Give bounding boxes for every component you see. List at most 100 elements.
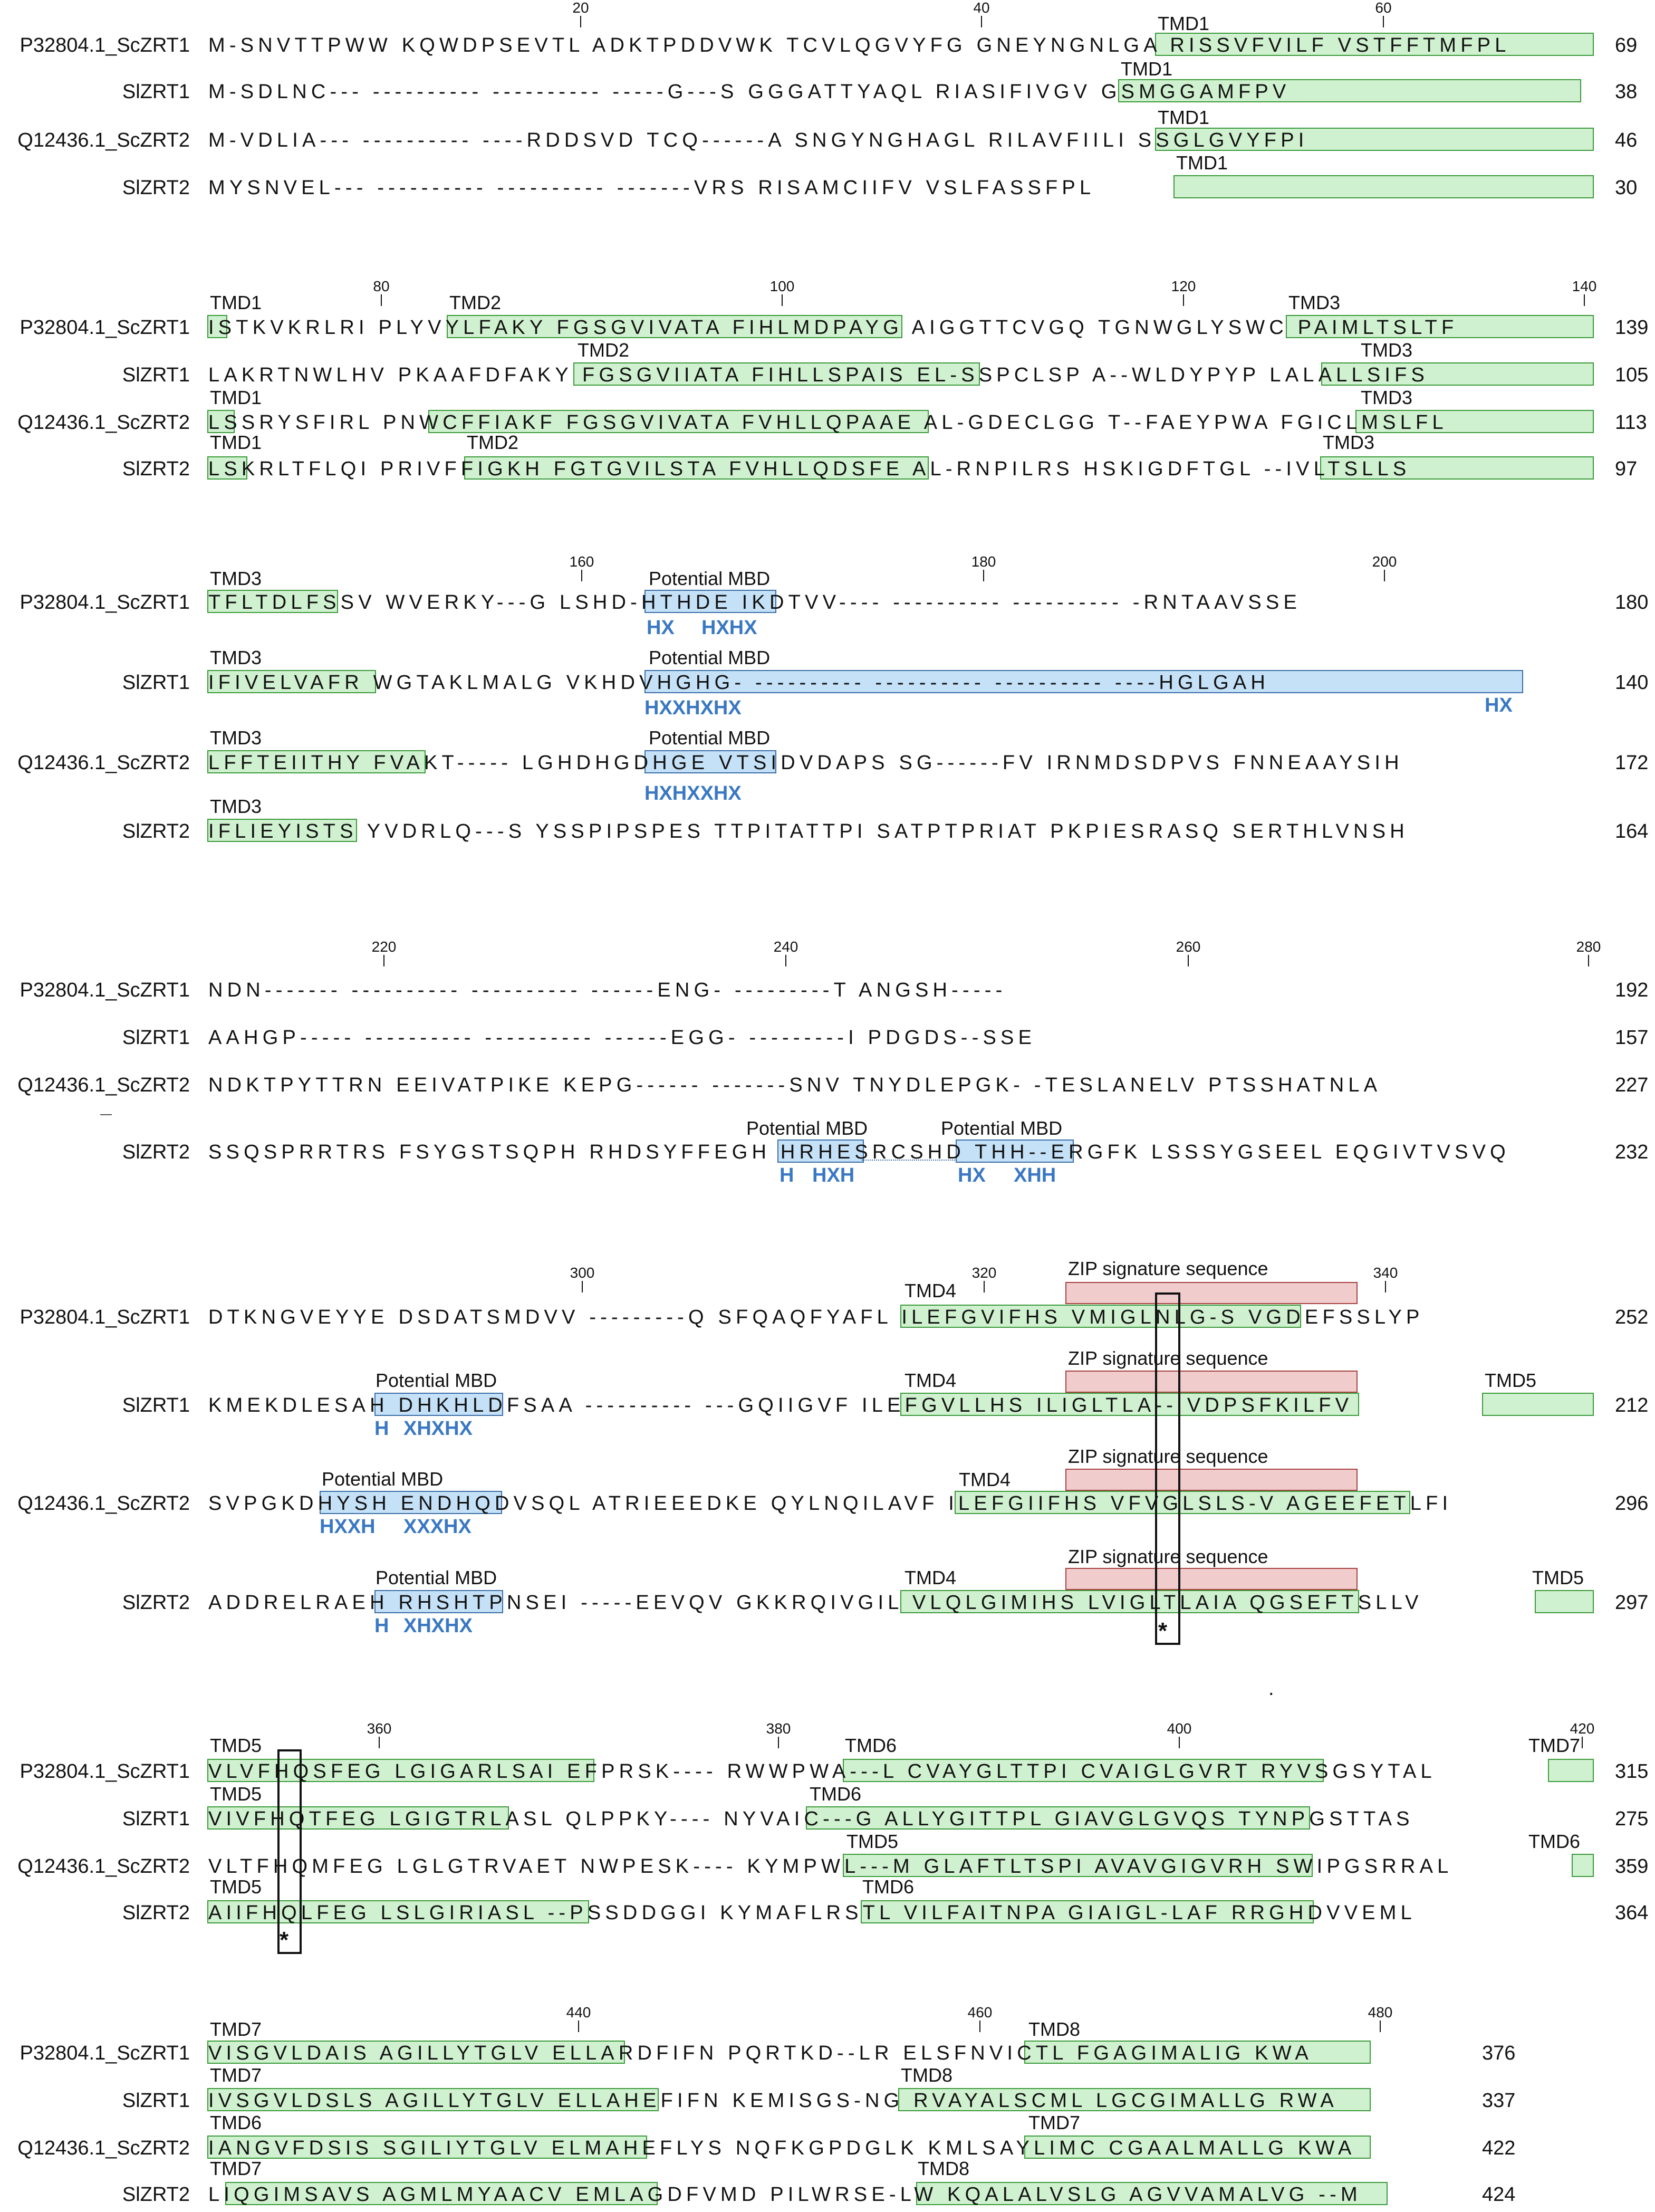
tmd1-region [1118, 79, 1581, 102]
tick-label: 280 [1576, 939, 1601, 955]
tick-label: 300 [570, 1265, 595, 1281]
tick-mark [580, 16, 581, 27]
mbd-region [644, 590, 776, 613]
seq-label-sczrt2: Q12436.1_ScZRT2 [17, 752, 190, 774]
tmd6-label: TMD6 [210, 2112, 262, 2133]
tick-mark [1179, 1737, 1180, 1748]
residue-count: 46 [1615, 129, 1638, 151]
tmd8-label: TMD8 [1028, 2018, 1080, 2040]
motif-label: HX [958, 1164, 986, 1186]
mbd-region [374, 1393, 503, 1416]
tmd3-label: TMD3 [1361, 339, 1412, 361]
seq-label-sczrt2: Q12436.1_ScZRT2 [17, 1855, 190, 1878]
tmd3-label: TMD3 [1323, 432, 1374, 453]
tmd7-label: TMD7 [210, 2018, 262, 2040]
residue-count: 252 [1615, 1306, 1649, 1328]
residue-count: 38 [1615, 81, 1638, 103]
residue-count: 424 [1482, 2184, 1516, 2206]
residue-count: 359 [1615, 1855, 1649, 1878]
tick-label: 380 [766, 1720, 791, 1737]
sequence-row: NDKTPYTTRN EEIVATPIKE KEPG------ -------… [208, 1074, 1382, 1096]
sequence-row: LFFTEIITHY FVAKT----- LGHDHGDHGE VTSIDVD… [208, 752, 1403, 774]
stray-dash [100, 1114, 112, 1115]
seq-label-slzrt1: SlZRT1 [122, 672, 190, 694]
residue-count: 212 [1615, 1394, 1649, 1416]
tmd3-region [207, 670, 376, 693]
tmd3-label: TMD3 [1361, 387, 1412, 408]
mbd-region [644, 750, 776, 773]
residue-count: 180 [1615, 591, 1649, 614]
seq-label-slzrt1: SlZRT1 [122, 2090, 190, 2112]
sequence-row: SVPGKDHYSH ENDHQDVSQL ATRIEEEDKE QYLNQIL… [208, 1492, 1452, 1515]
seq-label-sczrt2: Q12436.1_ScZRT2 [17, 1492, 190, 1515]
residue-count: 164 [1615, 820, 1649, 842]
residue-count: 364 [1615, 1902, 1649, 1924]
tick-mark [984, 1281, 985, 1292]
tick-label: 400 [1167, 1720, 1192, 1737]
tmd7-region [207, 2088, 659, 2111]
stray-dot: . [1268, 1678, 1274, 1700]
tmd5-label: TMD5 [1532, 1567, 1584, 1588]
sequence-row: VIVFHQTFEG LGIGTRLASL QLPPKY---- NYVAIC-… [208, 1808, 1414, 1830]
tmd8-label: TMD8 [901, 2064, 952, 2086]
mbd-label: Potential MBD [376, 1567, 497, 1588]
tmd4-region [955, 1491, 1410, 1514]
tick-label: 120 [1171, 278, 1196, 294]
mbd-label: Potential MBD [941, 1117, 1063, 1139]
tmd5-region [207, 1806, 509, 1830]
motif-label: XHH [1014, 1164, 1056, 1186]
tmd5-label: TMD5 [210, 1735, 262, 1756]
seq-label-sczrt2: Q12436.1_ScZRT2 [17, 129, 190, 151]
tmd5-region [1482, 1393, 1594, 1416]
tick-mark [785, 955, 786, 966]
mbd-label: Potential MBD [746, 1117, 868, 1139]
tick-mark [782, 294, 783, 306]
tick-label: 480 [1368, 2004, 1393, 2021]
sequence-row: M-VDLIA--- ---------- ----RDDSVD TCQ----… [208, 129, 1308, 151]
tmd6-region [843, 1759, 1324, 1782]
tmd7-region [207, 2041, 625, 2064]
mbd-label: Potential MBD [649, 727, 771, 749]
sequence-row: IFIVELVAFR WGTAKLMALG VKHDVHGHG- -------… [208, 672, 1270, 694]
tick-label: 200 [1372, 553, 1397, 570]
tmd3-region [1355, 410, 1594, 433]
tick-mark [979, 2021, 980, 2032]
sequence-row: ISTKVKRLRI PLYVYLFAKY FGSGVIVATA FIHLMDP… [208, 317, 1458, 339]
tmd4-region [900, 1590, 1359, 1613]
tmd4-region [900, 1393, 1359, 1416]
tick-mark [578, 2021, 579, 2032]
tmd1-label: TMD1 [210, 432, 262, 453]
seq-label-sczrt1: P32804.1_ScZRT1 [20, 979, 190, 1001]
tick-label: 240 [773, 939, 798, 955]
tick-label: 60 [1375, 0, 1392, 16]
seq-label-sczrt1: P32804.1_ScZRT1 [20, 1306, 190, 1328]
tmd5-region [207, 1759, 594, 1782]
tick-mark [581, 570, 582, 581]
sequence-row: NDN------- ---------- ---------- ------E… [208, 979, 1007, 1001]
tmd2-region [573, 362, 980, 386]
tick-label: 220 [371, 939, 397, 955]
tick-mark [582, 1281, 583, 1292]
tmd3-region [207, 750, 426, 773]
tick-label: 180 [971, 553, 996, 570]
tick-label: 460 [967, 2004, 993, 2021]
seq-label-slzrt2: SlZRT2 [122, 1141, 190, 1163]
residue-count: 422 [1482, 2137, 1516, 2159]
zip-label: ZIP signature sequence [1068, 1347, 1268, 1369]
tmd4-label: TMD4 [905, 1567, 956, 1588]
tmd1-region [1173, 175, 1594, 198]
tick-mark [1584, 294, 1585, 306]
residue-count: 297 [1615, 1592, 1649, 1614]
tmd4-label: TMD4 [959, 1469, 1011, 1490]
residue-count: 315 [1615, 1760, 1649, 1783]
sequence-row: VISGVLDAIS AGILLYTGLV ELLARDFIFN PQRTKD-… [208, 2042, 1313, 2064]
tmd6-region [806, 1806, 1310, 1830]
tmd7-label: TMD7 [210, 2064, 262, 2086]
tmd3-label: TMD3 [1288, 292, 1340, 313]
sequence-row: SSQSPRRTRS FSYGSTSQPH RHDSYFFEGH HRHESRC… [208, 1141, 1510, 1163]
sequence-row: DTKNGVEYYE DSDATSMDVV ---------Q SFQAQFY… [208, 1306, 1424, 1328]
zip-label: ZIP signature sequence [1068, 1546, 1268, 1567]
mbd-label: Potential MBD [649, 647, 771, 668]
tick-mark [1380, 2021, 1381, 2032]
motif-label: XXXHX [403, 1516, 472, 1538]
